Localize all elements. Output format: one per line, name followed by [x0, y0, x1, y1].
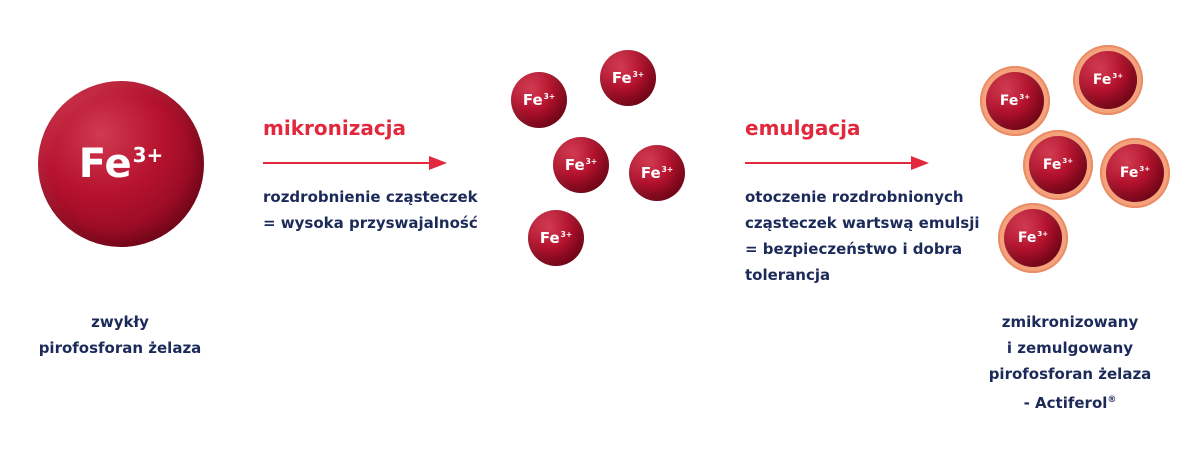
ion-label: Fe3+ [78, 141, 164, 187]
step-description-micronization: rozdrobnienie cząsteczek = wysoka przysw… [263, 188, 478, 232]
micronized-particle: Fe3+ [511, 72, 567, 128]
arrow-right-icon [745, 156, 929, 170]
micronized-particle: Fe3+ [629, 145, 685, 201]
arrow-right-icon [263, 156, 447, 170]
emulsified-particle: Fe3+ [1100, 138, 1170, 208]
caption-actiferol: zmikronizowany i zemulgowany pirofosfora… [988, 313, 1152, 412]
step-title-emulsification: emulgacja [745, 116, 861, 140]
micronized-particle: Fe3+ [553, 137, 609, 193]
step-title-micronization: mikronizacja [263, 116, 407, 140]
emulsified-particle: Fe3+ [1073, 45, 1143, 115]
large-iron-particle: Fe3+ [38, 81, 204, 247]
micronized-particle: Fe3+ [600, 50, 656, 106]
emulsified-particle: Fe3+ [980, 66, 1050, 136]
caption-ordinary: zwykły pirofosforan żelaza [38, 313, 202, 357]
emulsified-particle: Fe3+ [998, 203, 1068, 273]
emulsified-particle: Fe3+ [1023, 130, 1093, 200]
step-description-emulsification: otoczenie rozdrobnionych cząsteczek wart… [745, 188, 980, 284]
registered-mark: ® [1107, 395, 1117, 405]
micronized-particle: Fe3+ [528, 210, 584, 266]
